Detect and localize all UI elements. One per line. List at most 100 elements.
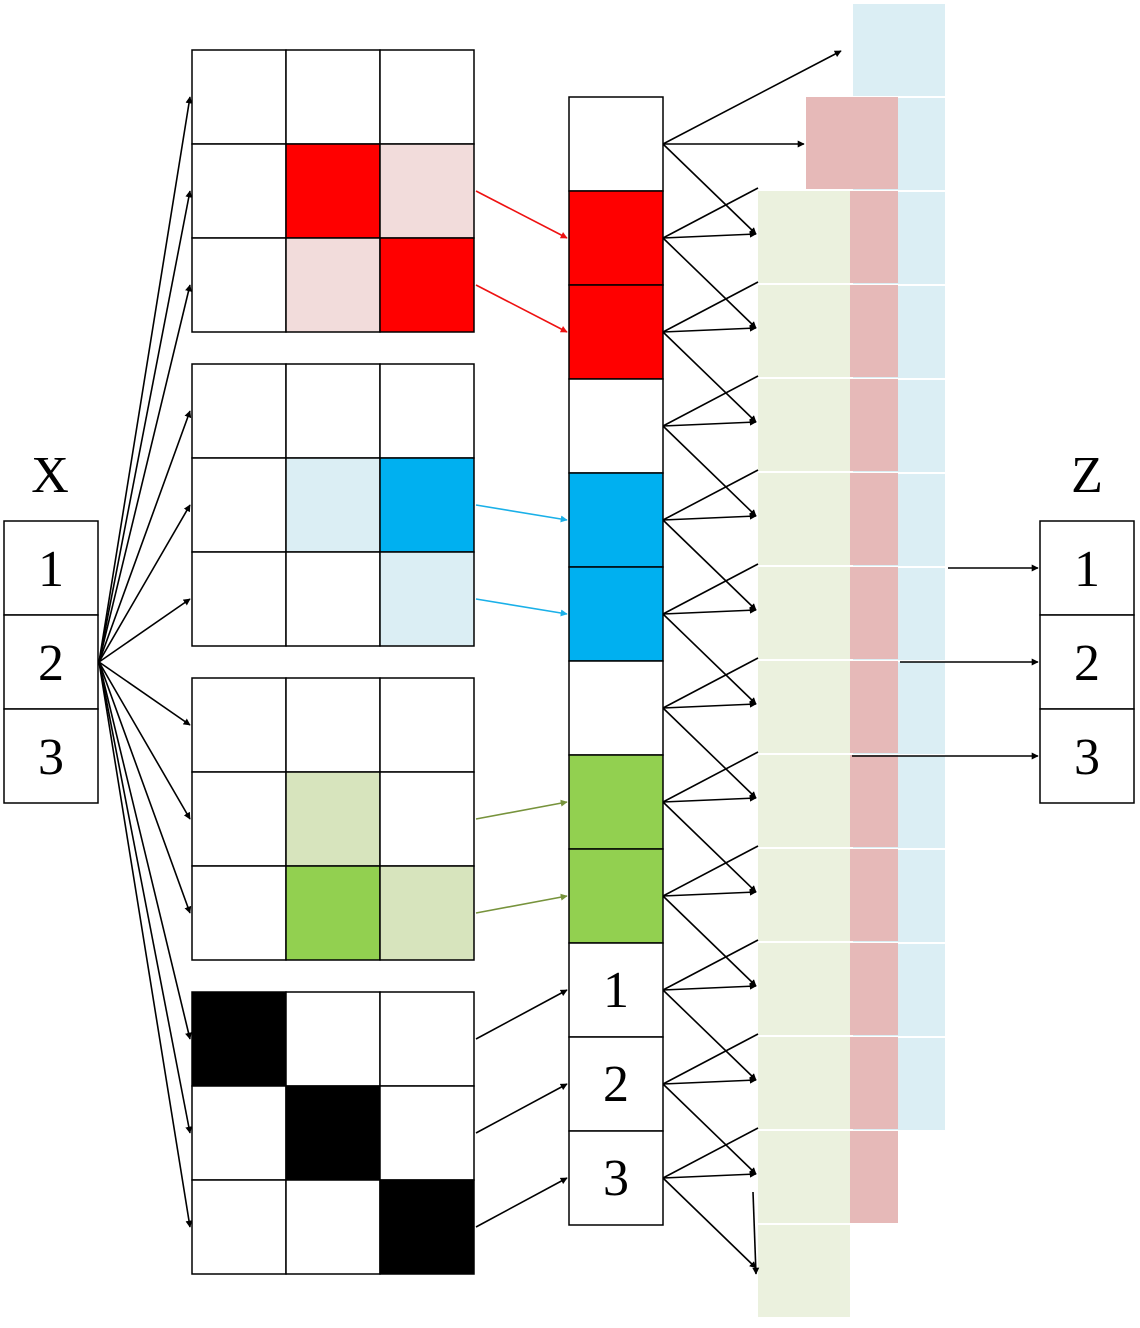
connection-line xyxy=(662,469,759,521)
connection-arrow xyxy=(662,707,757,799)
matrix-cell xyxy=(191,457,287,553)
connection-line xyxy=(662,751,759,803)
matrix-to-column-arrow xyxy=(475,799,568,820)
connection-arrow xyxy=(662,613,757,705)
red-matrix xyxy=(191,49,475,333)
green-layer-cell xyxy=(758,1037,850,1129)
connection-line xyxy=(662,939,759,991)
connection-arrow xyxy=(98,661,193,1134)
connection-arrow xyxy=(662,425,757,517)
connection-line xyxy=(662,845,759,897)
connection-line xyxy=(662,281,759,333)
blue-layer-cell xyxy=(853,4,945,96)
column-cell xyxy=(568,848,664,944)
column-cell xyxy=(568,566,664,662)
matrix-cell xyxy=(379,1085,475,1181)
input-cell-label: 2 xyxy=(38,635,64,692)
matrix-cell xyxy=(191,771,287,867)
matrix-cell xyxy=(285,363,381,459)
matrix-cell xyxy=(379,551,475,647)
column-cell-label: 3 xyxy=(603,1150,629,1207)
column-cell xyxy=(568,284,664,380)
output-cell-label: 2 xyxy=(1074,635,1100,692)
connection-arrow xyxy=(662,888,757,897)
output-cell xyxy=(1039,708,1135,804)
connection-arrow xyxy=(98,190,193,663)
matrix-cell xyxy=(285,49,381,145)
connection-line xyxy=(662,1033,759,1085)
feature-column: 1 2 3 xyxy=(568,96,664,1226)
blue-matrix xyxy=(191,363,475,647)
matrix-cell xyxy=(191,551,287,647)
connection-arrow xyxy=(662,895,757,987)
output-label: Z xyxy=(1071,447,1103,504)
connection-arrow xyxy=(662,331,757,423)
matrix-cell xyxy=(285,1085,381,1181)
matrix-cell xyxy=(379,677,475,773)
connection-arrow xyxy=(662,794,757,803)
matrix-cell xyxy=(379,1179,475,1275)
connection-arrow xyxy=(98,661,193,1228)
green-layer-cell xyxy=(758,661,850,753)
pink-layer-cell xyxy=(806,97,898,189)
green-layer-cell xyxy=(758,755,850,847)
matrix-cell xyxy=(379,865,475,961)
connection-line xyxy=(662,375,759,427)
matrix-cell xyxy=(379,457,475,553)
connection-arrow xyxy=(662,1083,757,1175)
column-cell xyxy=(568,1130,664,1226)
connection-arrow xyxy=(752,1191,760,1275)
stacked-layers xyxy=(758,4,945,1317)
green-matrix xyxy=(191,677,475,961)
input-cell xyxy=(3,520,99,616)
matrix-group xyxy=(191,49,475,1275)
column-cell-label: 1 xyxy=(603,962,629,1019)
connection-arrow xyxy=(98,661,192,914)
column-cell xyxy=(568,378,664,474)
connection-arrow xyxy=(98,504,191,663)
green-layer-cell xyxy=(758,849,850,941)
output-cell-label: 3 xyxy=(1074,729,1100,786)
matrix-cell xyxy=(191,865,287,961)
connection-arrow xyxy=(98,284,192,663)
input-cell-label: 1 xyxy=(38,541,64,598)
green-layer-cell xyxy=(758,191,850,283)
column-cell-label: 2 xyxy=(603,1056,629,1113)
matrix-cell xyxy=(285,1179,381,1275)
connection-arrow xyxy=(662,324,757,333)
matrix-cell xyxy=(285,551,381,647)
connection-arrow xyxy=(662,1177,757,1269)
matrix-cell xyxy=(285,457,381,553)
green-layer-cell xyxy=(758,285,850,377)
input-cell xyxy=(3,708,99,804)
identity-matrix xyxy=(191,991,475,1275)
connection-arrow xyxy=(98,661,191,820)
green-layer-cell xyxy=(758,1131,850,1223)
connection-arrow xyxy=(98,598,191,663)
connection-arrow xyxy=(662,606,757,615)
matrix-cell xyxy=(191,1085,287,1181)
matrix-cell xyxy=(191,991,287,1087)
column-cell xyxy=(568,660,664,756)
connection-arrow xyxy=(662,512,757,521)
matrix-to-column-arrow xyxy=(475,190,568,239)
matrix-cell xyxy=(191,237,287,333)
connection-arrow xyxy=(662,143,757,235)
matrix-cell xyxy=(191,143,287,239)
connection-arrow xyxy=(662,237,757,329)
matrix-to-column-arrow xyxy=(475,1083,568,1134)
connection-arrow xyxy=(662,519,757,611)
green-layer-cell xyxy=(758,1225,850,1317)
matrix-to-column-arrow xyxy=(475,284,568,333)
output-vector: Z 1 2 3 xyxy=(1039,447,1135,804)
connection-line xyxy=(662,187,759,239)
input-vector: X 1 2 3 xyxy=(3,447,99,804)
column-cell xyxy=(568,96,664,192)
connection-arrow xyxy=(662,1170,757,1179)
matrix-cell xyxy=(379,49,475,145)
green-layer-cell xyxy=(758,379,850,471)
output-cell-label: 1 xyxy=(1074,541,1100,598)
connection-arrow xyxy=(662,418,757,427)
connection-arrow xyxy=(662,989,757,1081)
